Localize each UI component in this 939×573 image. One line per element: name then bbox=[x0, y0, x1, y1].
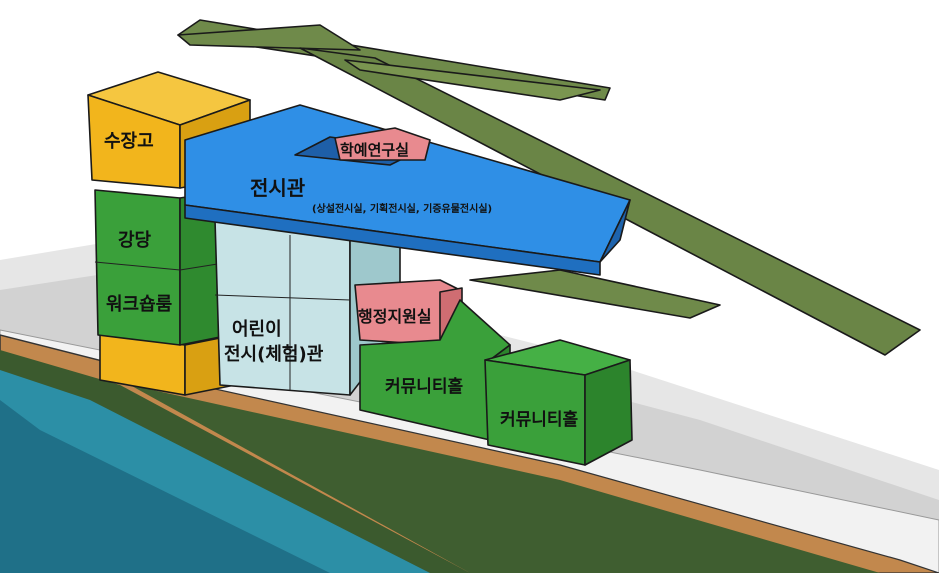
label-community-hall-2: 커뮤니티홀 bbox=[500, 409, 579, 430]
label-admin-office: 행정지원실 bbox=[358, 307, 432, 326]
label-research-room: 학예연구실 bbox=[340, 141, 409, 159]
label-exhibition-detail: (상설전시실, 기획전시실, 기증유물전시실) bbox=[312, 202, 492, 215]
label-community-hall-1: 커뮤니티홀 bbox=[385, 376, 464, 397]
label-storage: 수장고 bbox=[104, 131, 154, 152]
label-workshop: 워크숍룸 bbox=[106, 293, 172, 315]
research-room-block bbox=[334, 127, 431, 161]
community-hall-2-block bbox=[484, 339, 633, 466]
label-kids-line1: 어린이 bbox=[232, 319, 282, 340]
label-kids-line2: 전시(체험)관 bbox=[224, 343, 324, 365]
label-auditorium: 강당 bbox=[118, 230, 152, 251]
label-exhibition-hall: 전시관 bbox=[250, 176, 306, 200]
river-embankment bbox=[0, 334, 939, 573]
